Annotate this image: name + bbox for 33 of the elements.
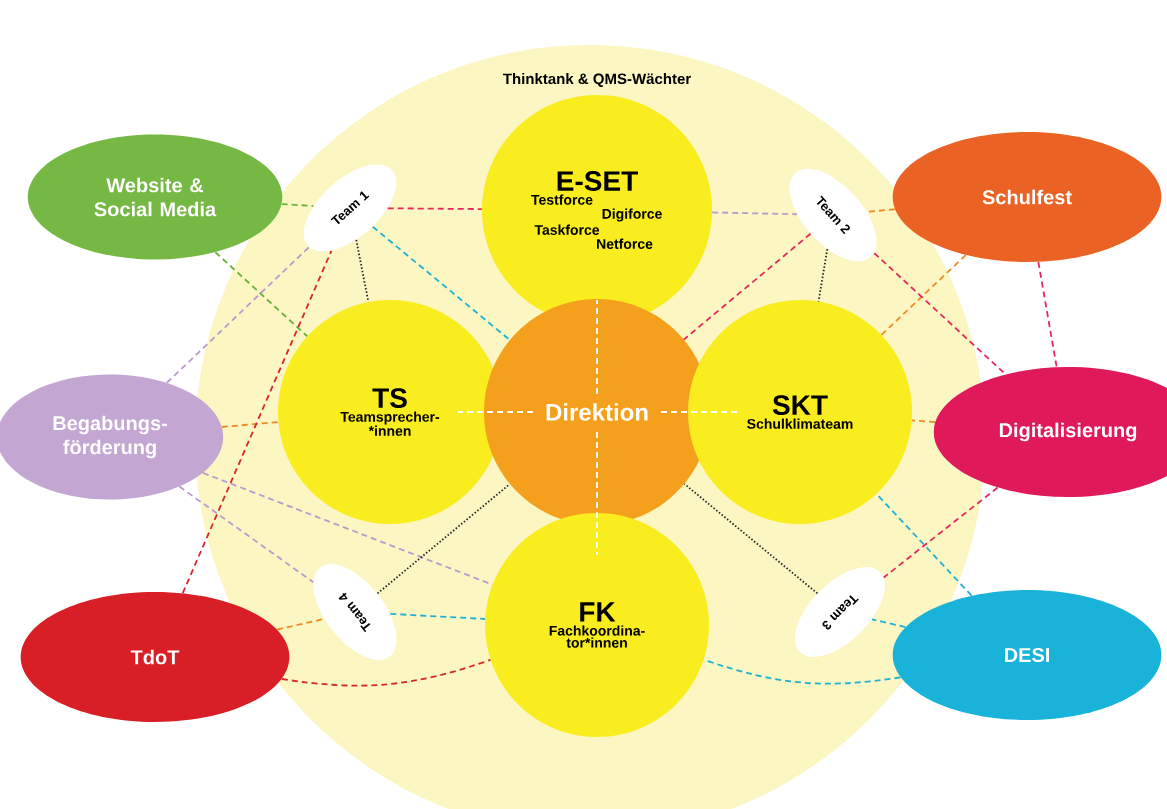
connector-line bbox=[660, 411, 739, 413]
connector-line bbox=[873, 252, 1007, 376]
connector-line bbox=[882, 486, 999, 579]
connector-line bbox=[880, 254, 967, 336]
connector-line bbox=[683, 483, 819, 595]
node-label: Testforce bbox=[531, 194, 593, 205]
connector-line bbox=[165, 246, 310, 384]
connector-line bbox=[355, 239, 370, 303]
connector-line bbox=[221, 421, 280, 428]
connector-line bbox=[702, 658, 902, 685]
connector-line bbox=[181, 249, 333, 595]
connector-line bbox=[386, 207, 483, 210]
connector-line bbox=[457, 411, 534, 413]
connector-line bbox=[280, 659, 492, 687]
node-label: Digiforce bbox=[602, 208, 662, 222]
connector-line bbox=[376, 483, 511, 595]
connector-line bbox=[683, 232, 812, 341]
connector-line bbox=[280, 203, 315, 207]
node-label: Taskforce bbox=[534, 224, 600, 235]
connector-line bbox=[911, 419, 936, 423]
connector-line bbox=[389, 613, 486, 620]
connector-line bbox=[1037, 261, 1058, 368]
connector-line bbox=[214, 251, 309, 338]
node-label: E-SET bbox=[557, 171, 638, 191]
connector-line bbox=[371, 225, 511, 341]
node-label: Netforce bbox=[597, 238, 653, 249]
connector-line bbox=[711, 211, 798, 216]
connector-line bbox=[596, 431, 598, 556]
node-caption: Thinktank & QMS-Wächter bbox=[503, 73, 691, 87]
connector-line bbox=[875, 493, 973, 597]
connector-line bbox=[871, 618, 907, 628]
connector-line bbox=[596, 299, 598, 395]
connector-line bbox=[178, 485, 315, 584]
